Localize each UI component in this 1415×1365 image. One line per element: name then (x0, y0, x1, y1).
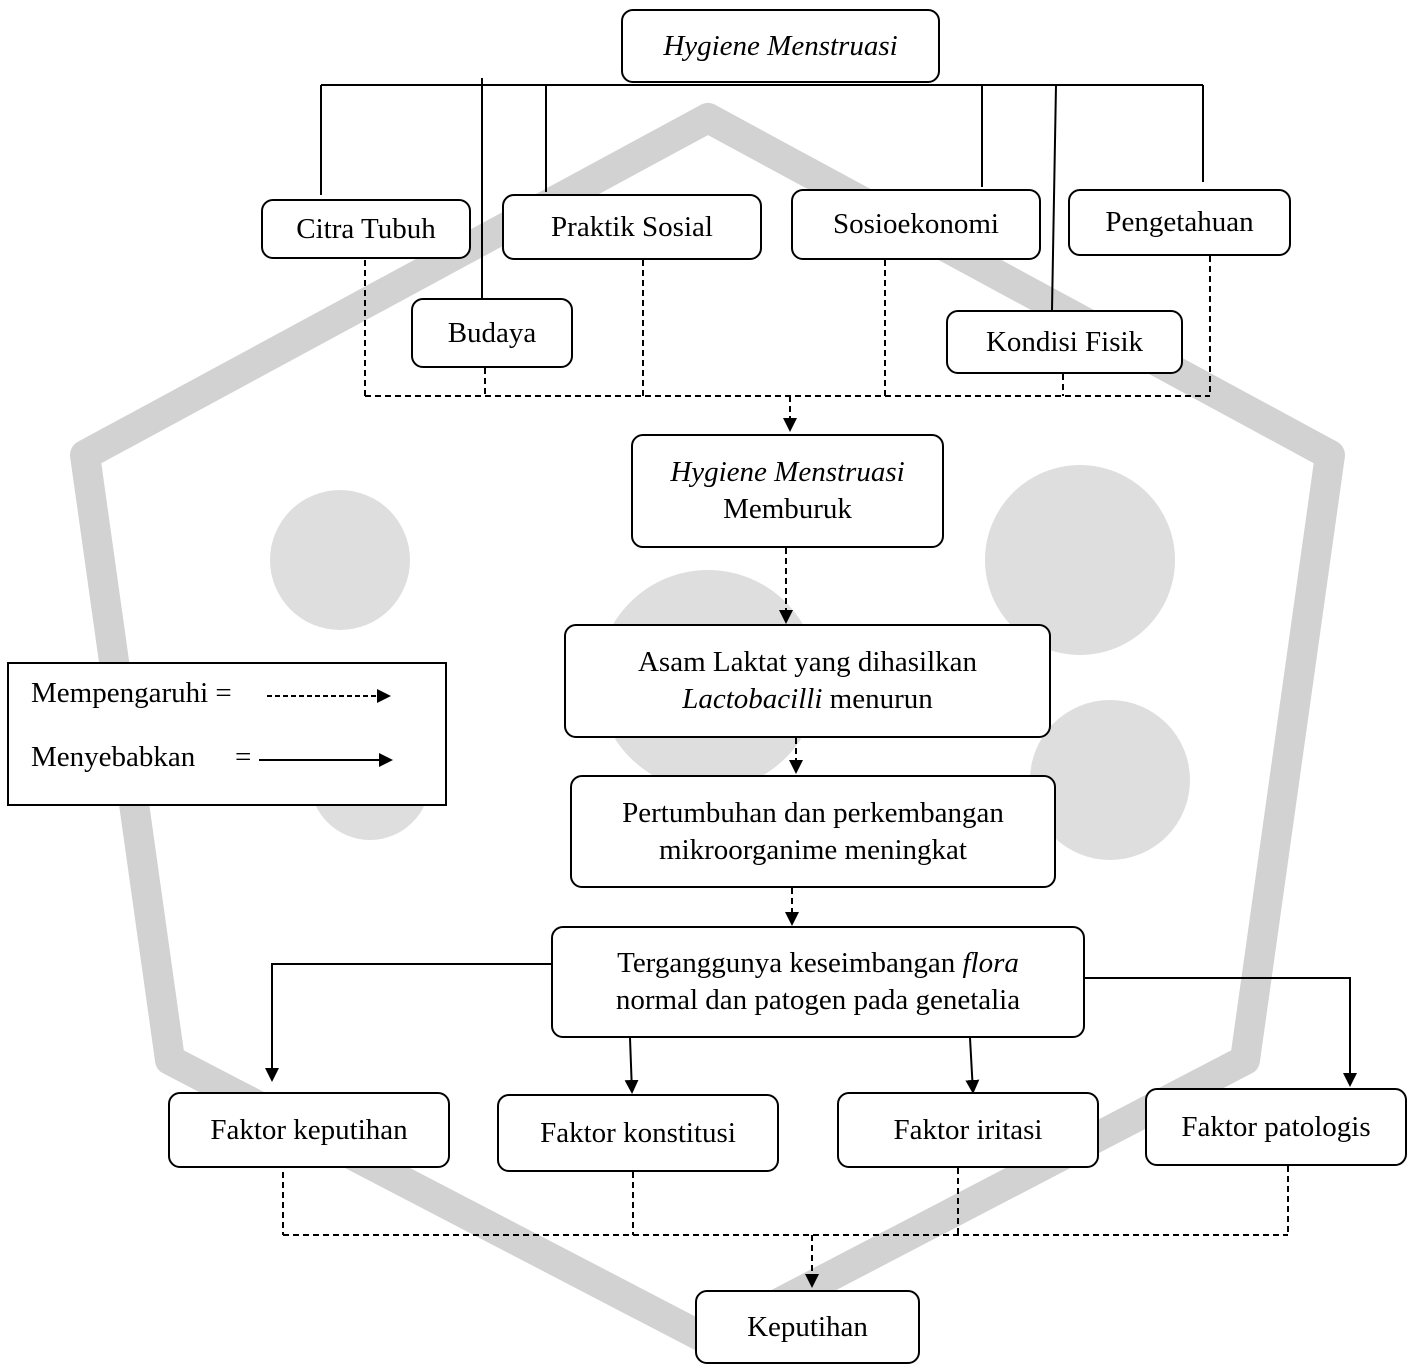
budaya-node: Budaya (411, 298, 573, 368)
legend-influence-label: Mempengaruhi = (31, 677, 232, 709)
budaya-label: Budaya (447, 316, 537, 349)
pengetahuan-node: Pengetahuan (1068, 189, 1291, 256)
citra-tubuh-node: Citra Tubuh (261, 199, 471, 259)
faktor-konstitusi-node: Faktor konstitusi (497, 1094, 779, 1172)
seal-left-leaf (270, 490, 410, 630)
sosioekonomi-label: Sosioekonomi (833, 208, 999, 241)
faktor-iritasi-label: Faktor iritasi (893, 1113, 1043, 1146)
terganggu-text: Terganggunya keseimbangan (617, 947, 963, 980)
sosioekonomi-node: Sosioekonomi (791, 189, 1041, 260)
arrow-to-faktor-konstitusi (624, 1037, 639, 1094)
terganggu-node: Terganggunya keseimbangan flora normal d… (551, 926, 1085, 1038)
kondisi-fisik-label: Kondisi Fisik (985, 325, 1144, 358)
asam-laktat-line1: Asam Laktat yang dihasilkan (637, 646, 978, 679)
arrow-to-faktor-keputihan (265, 963, 551, 1082)
lactobacilli-text: Lactobacilli (682, 683, 823, 715)
praktik-sosial-node: Praktik Sosial (502, 194, 762, 260)
legend-cause-label: Menyebabkan (31, 741, 196, 773)
flora-text: flora (962, 947, 1019, 980)
faktor-keputihan-label: Faktor keputihan (210, 1113, 408, 1146)
hygiene-menstruasi-node: Hygiene Menstruasi (621, 9, 940, 83)
arrow-to-faktor-iritasi (965, 1037, 980, 1094)
keputihan-label: Keputihan (747, 1310, 868, 1343)
asam-laktat-node: Asam Laktat yang dihasilkan Lactobacilli… (564, 624, 1051, 738)
hygiene-memburuk-line2: Memburuk (723, 493, 852, 525)
terganggu-line2: normal dan patogen pada genetalia (615, 984, 1021, 1016)
faktor-konstitusi-label: Faktor konstitusi (540, 1116, 736, 1149)
faktor-patologis-node: Faktor patologis (1145, 1088, 1407, 1166)
menurun-text: menurun (822, 683, 933, 715)
link-kondisi-fisik (1051, 84, 1057, 311)
keputihan-node: Keputihan (695, 1290, 920, 1364)
hygiene-memburuk-node: Hygiene Menstruasi Memburuk (631, 434, 944, 548)
seal-right-leaf-2 (1030, 700, 1190, 860)
kondisi-fisik-node: Kondisi Fisik (946, 310, 1183, 374)
legend-cause-equals: = (235, 741, 252, 773)
seal-right-leaf (985, 465, 1175, 655)
faktor-iritasi-node: Faktor iritasi (837, 1092, 1099, 1168)
legend-box: Mempengaruhi = Menyebabkan = (7, 662, 447, 806)
pertumbuhan-line1: Pertumbuhan dan perkembangan (622, 796, 1004, 829)
asam-laktat-line2: Lactobacilli menurun (638, 681, 977, 718)
legend-arrows (259, 689, 393, 767)
faktor-patologis-label: Faktor patologis (1181, 1110, 1371, 1143)
pertumbuhan-line2: mikroorganime meningkat (659, 833, 967, 866)
citra-tubuh-label: Citra Tubuh (296, 212, 436, 245)
terganggu-line1: Terganggunya keseimbangan flora (616, 945, 1020, 982)
pengetahuan-label: Pengetahuan (1105, 206, 1254, 239)
pertumbuhan-node: Pertumbuhan dan perkembangan mikroorgani… (570, 775, 1056, 888)
arrow-to-faktor-patologis (1085, 977, 1357, 1087)
hygiene-memburuk-line1: Hygiene Menstruasi (670, 456, 905, 489)
hygiene-menstruasi-label: Hygiene Menstruasi (663, 29, 898, 62)
praktik-sosial-label: Praktik Sosial (551, 210, 713, 243)
faktor-keputihan-node: Faktor keputihan (168, 1092, 450, 1168)
